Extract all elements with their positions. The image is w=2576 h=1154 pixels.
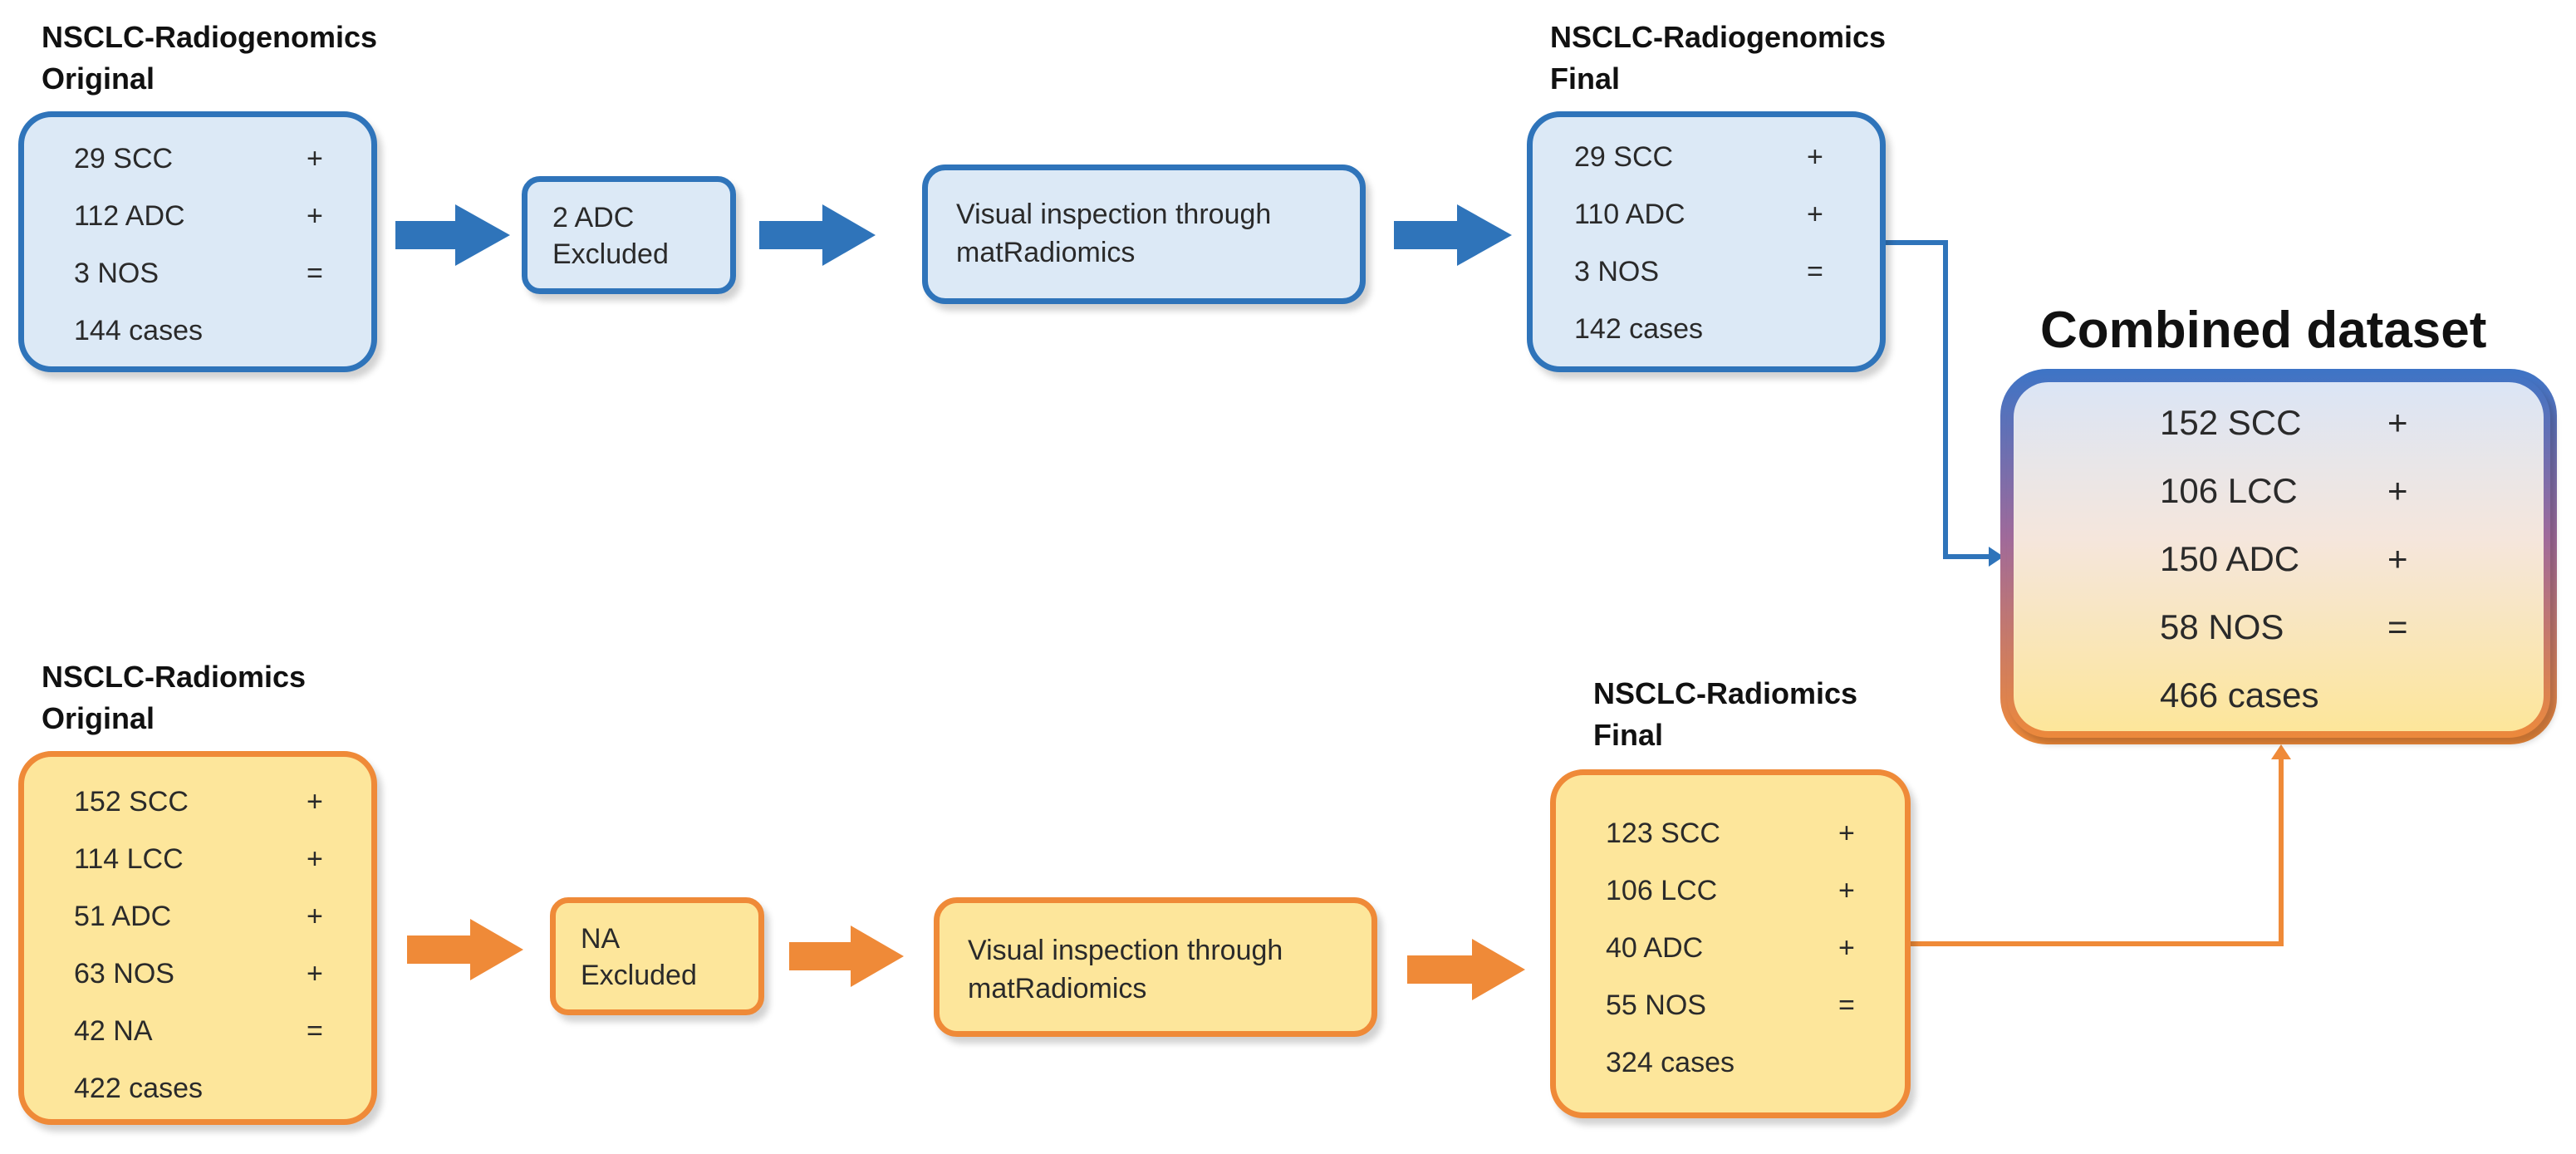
count-label: 106 LCC xyxy=(1606,875,1718,906)
count-label: 55 NOS xyxy=(1606,989,1706,1021)
count-label: 51 ADC xyxy=(74,901,172,932)
excluded-line: 2 ADC xyxy=(552,202,635,233)
count-label: 114 LCC xyxy=(74,843,184,875)
operator: + xyxy=(2387,471,2408,510)
operator: = xyxy=(1838,989,1855,1021)
operator: = xyxy=(307,258,323,289)
title-line: NSCLC-Radiogenomics xyxy=(1550,20,1887,54)
excluded-line: NA xyxy=(581,923,621,955)
count-label: 3 NOS xyxy=(1574,256,1660,287)
arrow-right-icon xyxy=(395,204,510,266)
count-label: 152 SCC xyxy=(74,786,189,818)
count-label: 152 SCC xyxy=(2160,403,2302,442)
total-label: 324 cases xyxy=(1606,1047,1735,1078)
operator: + xyxy=(2387,539,2408,578)
title-line: NSCLC-Radiomics xyxy=(42,660,307,694)
connector-bottom-to-combined xyxy=(1911,758,2284,946)
combined-box: 152 SCC + 106 LCC + 150 ADC + 58 NOS = 4… xyxy=(2007,376,2550,738)
title-line: Original xyxy=(42,701,155,735)
operator: + xyxy=(1838,875,1855,906)
count-label: 123 SCC xyxy=(1606,818,1720,849)
count-label: 112 ADC xyxy=(74,200,185,232)
total-label: 144 cases xyxy=(74,315,203,346)
operator: = xyxy=(2387,607,2408,646)
count-label: 29 SCC xyxy=(74,143,174,174)
radiomics-excluded-box: NA Excluded xyxy=(550,897,764,1015)
title-line: Original xyxy=(42,61,155,96)
arrow-right-icon xyxy=(1407,939,1525,1000)
count-label: 40 ADC xyxy=(1606,932,1704,964)
operator: + xyxy=(307,843,323,875)
inspection-line: Visual inspection through xyxy=(956,199,1272,230)
operator: = xyxy=(1807,256,1823,287)
count-label: 29 SCC xyxy=(1574,141,1674,173)
count-label: 3 NOS xyxy=(74,258,159,289)
excluded-line: Excluded xyxy=(552,238,669,270)
arrow-right-icon xyxy=(759,204,876,266)
radiomics-final-box: 123 SCC + 106 LCC + 40 ADC + 55 NOS = 32… xyxy=(1550,769,1911,1118)
radiogenomics-final-box: 29 SCC + 110 ADC + 3 NOS = 142 cases xyxy=(1527,111,1886,372)
inspection-line: matRadiomics xyxy=(956,237,1136,268)
radiogenomics-excluded-box: 2 ADC Excluded xyxy=(522,176,736,294)
total-label: 422 cases xyxy=(74,1073,203,1104)
operator: + xyxy=(307,958,323,989)
radiogenomics-final-title: NSCLC-Radiogenomics Final xyxy=(1550,17,1886,100)
radiomics-final-title: NSCLC-Radiomics Final xyxy=(1593,673,1857,756)
radiogenomics-original-title: NSCLC-Radiogenomics Original xyxy=(42,17,377,100)
radiomics-original-title: NSCLC-Radiomics Original xyxy=(42,656,306,739)
operator: + xyxy=(1838,818,1855,849)
operator: + xyxy=(307,786,323,818)
total-label: 466 cases xyxy=(2160,675,2319,714)
arrow-right-icon xyxy=(407,919,523,980)
arrow-right-icon xyxy=(789,926,904,987)
count-label: 63 NOS xyxy=(74,958,174,989)
radiomics-original-box: 152 SCC + 114 LCC + 51 ADC + 63 NOS + 42… xyxy=(18,751,377,1125)
arrow-right-icon xyxy=(1394,204,1512,266)
total-label: 142 cases xyxy=(1574,313,1703,345)
operator: + xyxy=(2387,403,2408,442)
arrowhead-icon xyxy=(2271,744,2291,759)
title-line: NSCLC-Radiomics xyxy=(1593,676,1858,710)
inspection-line: Visual inspection through xyxy=(968,935,1283,966)
title-line: Final xyxy=(1550,61,1621,96)
title-line: NSCLC-Radiogenomics xyxy=(42,20,378,54)
radiomics-inspection-box: Visual inspection through matRadiomics xyxy=(934,897,1377,1037)
excluded-line: Excluded xyxy=(581,960,697,991)
inspection-line: matRadiomics xyxy=(968,973,1147,1004)
count-label: 58 NOS xyxy=(2160,607,2284,646)
connector-top-to-combined xyxy=(1886,240,1990,559)
radiogenomics-original-box: 29 SCC + 112 ADC + 3 NOS = 144 cases xyxy=(18,111,377,372)
count-label: 150 ADC xyxy=(2160,539,2300,578)
combined-title: Combined dataset xyxy=(2040,302,2487,359)
count-label: 110 ADC xyxy=(1574,199,1685,230)
operator: + xyxy=(307,143,323,174)
operator: + xyxy=(1838,932,1855,964)
operator: + xyxy=(307,901,323,932)
operator: = xyxy=(307,1015,323,1047)
title-line: Final xyxy=(1593,718,1664,752)
arrowhead-icon xyxy=(1989,547,2004,567)
count-label: 42 NA xyxy=(74,1015,153,1047)
operator: + xyxy=(1807,199,1823,230)
operator: + xyxy=(1807,141,1823,173)
radiogenomics-inspection-box: Visual inspection through matRadiomics xyxy=(922,165,1366,304)
count-label: 106 LCC xyxy=(2160,471,2298,510)
operator: + xyxy=(307,200,323,232)
